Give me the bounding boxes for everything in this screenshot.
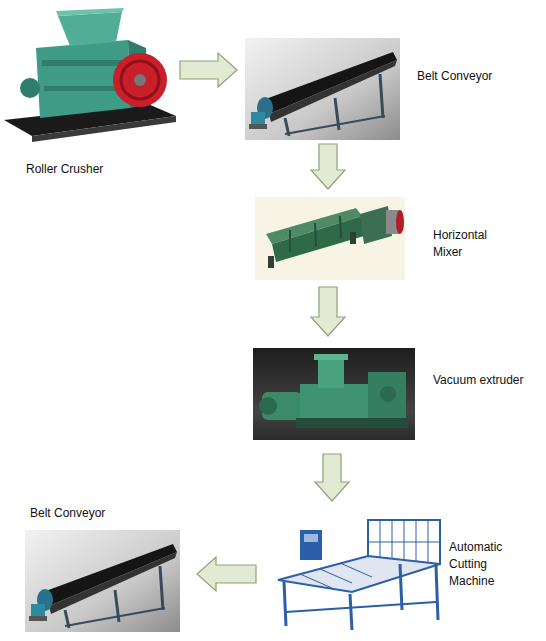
- machine-label: Vacuum extruder: [433, 372, 531, 388]
- machine-node: Horizontal Mixer: [255, 195, 515, 283]
- block-arrow: [180, 53, 237, 87]
- block-arrow: [315, 454, 349, 501]
- block-arrow: [311, 144, 345, 189]
- block-arrow: [197, 557, 256, 591]
- machine-node: Belt Conveyor: [20, 503, 185, 634]
- machine-label: Belt Conveyor: [417, 68, 512, 84]
- machine-node: Vacuum extruder: [253, 346, 533, 442]
- horizontal-mixer-picture: [255, 197, 405, 280]
- vacuum-extruder-picture: [253, 348, 415, 440]
- machine-node: Roller Crusher: [0, 10, 180, 180]
- machine-label: Roller Crusher: [26, 161, 176, 177]
- machine-node: Belt Conveyor: [245, 38, 515, 142]
- block-arrow: [311, 287, 345, 336]
- machine-label: Belt Conveyor: [30, 505, 150, 521]
- machine-node: Automatic Cutting Machine: [270, 515, 540, 635]
- roller-crusher-picture: [4, 8, 176, 142]
- machine-label: Horizontal Mixer: [433, 227, 498, 261]
- cutting-machine-picture: [270, 515, 445, 632]
- machine-label: Automatic Cutting Machine: [449, 539, 511, 590]
